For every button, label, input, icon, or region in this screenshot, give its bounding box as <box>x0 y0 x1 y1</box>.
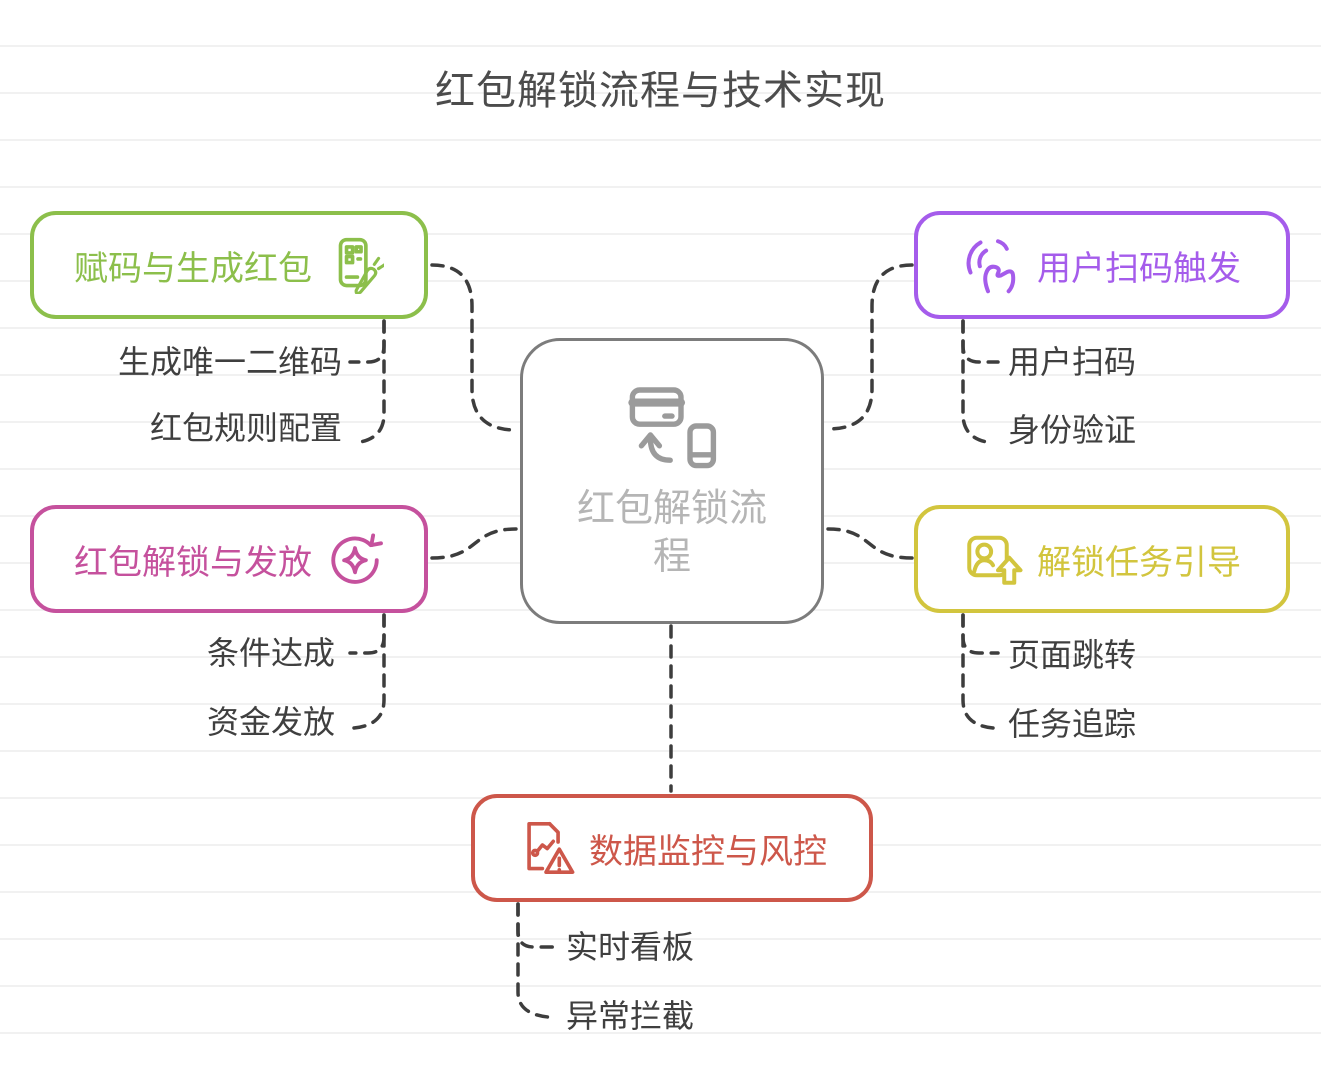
connector-main-pink <box>430 527 518 560</box>
child-label-realtime-dashboard: 实时看板 <box>566 929 695 965</box>
branch-node-label: 用户扫码触发 <box>1037 249 1241 288</box>
child-label-fund-payout: 资金发放 <box>206 704 335 740</box>
refresh-sparkle-icon <box>326 530 384 588</box>
branch-node-scan-trigger: 用户扫码触发 <box>914 211 1290 319</box>
page-title: 红包解锁流程与技术实现 <box>435 69 886 113</box>
child-label-task-tracking: 任务追踪 <box>1008 706 1137 742</box>
child-label-user-scan: 用户扫码 <box>1008 344 1137 380</box>
branch-node-unlock-payout: 红包解锁与发放 <box>30 505 428 613</box>
card-phone-transfer-icon <box>624 381 720 476</box>
connector-red-child-2 <box>516 902 550 1019</box>
child-label-identity-verify: 身份验证 <box>1008 412 1137 448</box>
connector-green-child-1 <box>348 319 386 364</box>
connector-main-purple <box>826 263 914 431</box>
connector-red-child-1 <box>516 902 556 949</box>
child-label-condition-met: 条件达成 <box>206 635 335 671</box>
center-node: 红包解锁流程 <box>520 338 824 624</box>
branch-node-label: 赋码与生成红包 <box>74 249 312 288</box>
child-label-qrcode: 生成唯一二维码 <box>117 344 342 380</box>
branch-node-monitoring: 数据监控与风控 <box>471 794 873 902</box>
id-card-upload-icon <box>963 529 1023 589</box>
tap-gesture-icon <box>963 235 1023 295</box>
connector-pink-child-2 <box>352 613 386 730</box>
connector-purple-child-2 <box>961 319 995 445</box>
branch-node-label: 红包解锁与发放 <box>74 543 312 582</box>
connector-pink-child-1 <box>348 613 386 655</box>
child-label-anomaly-block: 异常拦截 <box>566 998 695 1034</box>
child-label-page-redirect: 页面跳转 <box>1008 637 1137 673</box>
phone-qrcode-carrot-icon <box>326 236 384 294</box>
branch-node-label: 解锁任务引导 <box>1037 543 1241 582</box>
connector-main-green <box>430 263 518 432</box>
connector-purple-child-1 <box>961 319 1000 364</box>
connector-yellow-child-1 <box>961 613 1000 655</box>
connector-yellow-child-2 <box>961 613 995 730</box>
chart-doc-warning-icon <box>517 819 575 877</box>
branch-node-label: 数据监控与风控 <box>589 832 827 871</box>
branch-node-task-guide: 解锁任务引导 <box>914 505 1290 613</box>
center-node-label: 红包解锁流程 <box>576 488 767 578</box>
branch-node-code-generation: 赋码与生成红包 <box>30 211 428 319</box>
connector-main-yellow <box>826 527 914 560</box>
connector-green-child-2 <box>352 319 386 445</box>
child-label-rule-config: 红包规则配置 <box>149 410 342 446</box>
